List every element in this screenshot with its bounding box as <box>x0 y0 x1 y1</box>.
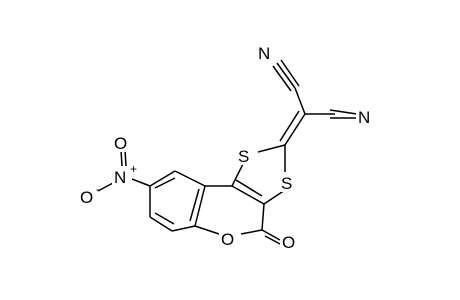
bond-c7-c6-inner <box>154 212 175 225</box>
bond-nitrile-top-2 <box>280 59 300 87</box>
label-bg-o-carbonyl <box>280 231 300 251</box>
atom-o-nitro-top: O <box>114 134 127 153</box>
atom-n-nitrile-top: N <box>258 44 270 63</box>
bond-cn-top-to-exo <box>294 87 306 115</box>
atom-o-ring: O <box>221 230 234 249</box>
label-bg-o-ring <box>219 228 239 248</box>
bond-exo-cc-1 <box>284 113 306 146</box>
bond-c9a-c8a <box>194 185 206 227</box>
atom-n-nitro: N <box>114 168 126 187</box>
label-bg-n-right <box>356 106 376 126</box>
bond-nitrile-top-1 <box>276 62 296 89</box>
atom-o-carbonyl: O <box>282 233 295 252</box>
bond-o-ring-c8a <box>194 225 220 235</box>
atom-o-nitro-left: O <box>80 188 93 207</box>
bond-s-upper-c9b <box>231 163 244 187</box>
atom-labels: N N S S N + O O - O O <box>78 42 376 252</box>
bond-c4-o-carbonyl-2 <box>264 235 283 246</box>
label-bg-s-upper <box>236 145 253 165</box>
bond-c8a-c9a-inner <box>189 188 200 222</box>
bond-c6-c8a <box>171 225 196 232</box>
bond-c7-c6 <box>149 216 173 232</box>
bond-c8-n-nitro <box>131 178 151 187</box>
atom-nitro-minus: - <box>96 182 100 196</box>
bond-c4-o-ring <box>240 229 263 235</box>
bond-n-o-left <box>97 182 114 192</box>
bond-c9a-c9 <box>174 170 206 187</box>
atom-s-lower: S <box>281 174 292 193</box>
bond-n-o-top-2 <box>124 149 127 167</box>
atom-s-upper: S <box>238 147 249 166</box>
bonds <box>97 59 358 246</box>
label-bg-n-nitro <box>112 166 132 186</box>
bond-n-o-top-1 <box>120 149 123 167</box>
label-bg-n-top <box>256 42 276 62</box>
atom-nitro-plus: + <box>130 162 137 176</box>
atom-n-nitrile-right: N <box>358 108 370 127</box>
label-bg-o-nitro-left <box>78 186 98 206</box>
bond-c9b-c3a-1 <box>231 185 265 205</box>
bond-nitrile-right-2 <box>329 109 358 115</box>
bond-c9-c8-inner <box>154 177 176 189</box>
bond-exo-cc-2 <box>279 110 300 142</box>
bond-c4-o-carbonyl-1 <box>261 229 281 241</box>
bond-nitrile-top-3 <box>272 65 292 92</box>
bond-c9-c8 <box>149 170 176 187</box>
bond-c2-s-upper <box>257 144 286 153</box>
bond-s-lower-c3a <box>263 189 286 205</box>
bond-c9b-c3a-2 <box>235 179 263 197</box>
label-bg-o-nitro-top <box>112 132 132 152</box>
label-bg-s-lower <box>279 172 296 192</box>
bond-c3a-c4 <box>261 203 265 231</box>
